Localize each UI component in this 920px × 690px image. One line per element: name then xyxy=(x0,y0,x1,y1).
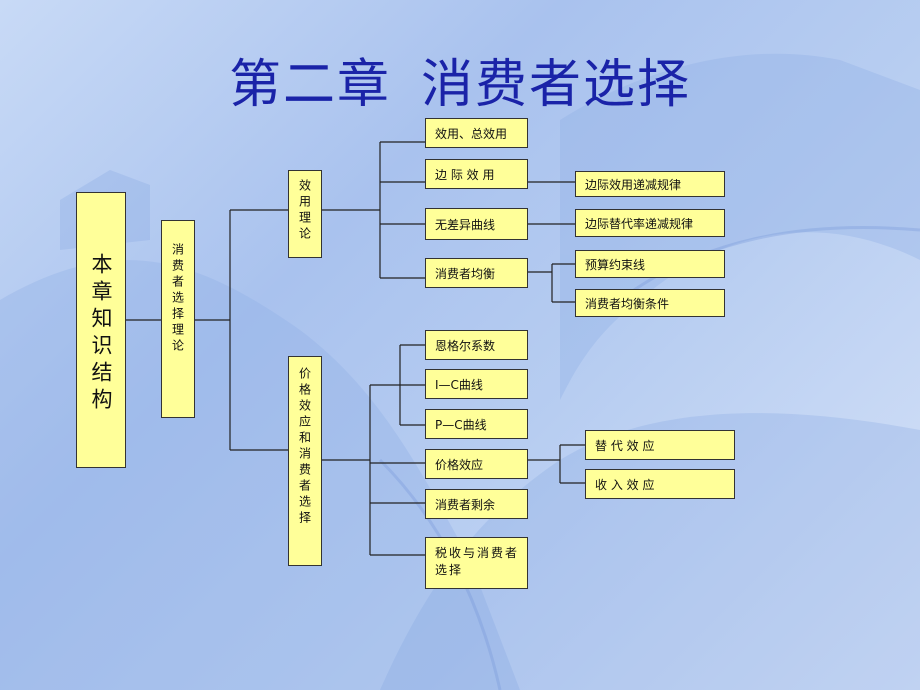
consumer-equilibrium-node: 消费者均衡 xyxy=(425,258,528,288)
budget-line-label: 预算约束线 xyxy=(585,257,646,272)
price-effect-node: 价格效应 xyxy=(425,449,528,479)
chapter-title: 消费者选择 xyxy=(421,55,692,115)
equilibrium-condition-label: 消费者均衡条件 xyxy=(585,296,670,311)
chapter-number: 第二章 xyxy=(228,55,391,115)
utility-total-label: 效用、总效用 xyxy=(435,126,508,141)
ic-curve-node: I—C曲线 xyxy=(425,369,528,399)
utility-theory-node: 效用理论 xyxy=(288,170,322,258)
price-effect-label: 价格效应 xyxy=(435,457,484,472)
income-effect-label: 收 入 效 应 xyxy=(595,477,655,492)
utility-total-node: 效用、总效用 xyxy=(425,118,528,148)
mrs-law-node: 边际替代率递减规律 xyxy=(575,209,725,237)
slide-title: 第二章消费者选择 xyxy=(0,42,920,117)
consumer-equilibrium-label: 消费者均衡 xyxy=(435,266,496,281)
consumer-surplus-node: 消费者剩余 xyxy=(425,489,528,519)
mrs-law-label: 边际替代率递减规律 xyxy=(585,216,694,231)
root-node: 本章知识结构 xyxy=(76,192,126,468)
marginal-utility-law-label: 边际效用递减规律 xyxy=(585,177,682,192)
utility-theory-label: 效用理论 xyxy=(297,179,312,243)
tax-choice-label: 税收与消费者选择 xyxy=(435,546,520,577)
level1-label: 消费者选择理论 xyxy=(170,243,185,355)
tax-choice-node: 税收与消费者选择 xyxy=(425,537,528,589)
budget-line-node: 预算约束线 xyxy=(575,250,725,278)
ic-curve-label: I—C曲线 xyxy=(435,377,483,392)
pc-curve-label: P—C曲线 xyxy=(435,417,487,432)
marginal-utility-law-node: 边际效用递减规律 xyxy=(575,171,725,197)
pc-curve-node: P—C曲线 xyxy=(425,409,528,439)
level1-node: 消费者选择理论 xyxy=(161,220,195,418)
engel-coefficient-node: 恩格尔系数 xyxy=(425,330,528,360)
marginal-utility-label: 边 际 效 用 xyxy=(435,167,495,182)
consumer-surplus-label: 消费者剩余 xyxy=(435,497,496,512)
price-effect-choice-label: 价格效应和消费者选择 xyxy=(297,367,312,527)
equilibrium-condition-node: 消费者均衡条件 xyxy=(575,289,725,317)
indifference-curve-label: 无差异曲线 xyxy=(435,217,496,232)
substitution-effect-node: 替 代 效 应 xyxy=(585,430,735,460)
price-effect-choice-node: 价格效应和消费者选择 xyxy=(288,356,322,566)
root-label: 本章知识结构 xyxy=(89,253,113,415)
engel-coefficient-label: 恩格尔系数 xyxy=(435,338,496,353)
marginal-utility-node: 边 际 效 用 xyxy=(425,159,528,189)
indifference-curve-node: 无差异曲线 xyxy=(425,208,528,240)
substitution-effect-label: 替 代 效 应 xyxy=(595,438,655,453)
income-effect-node: 收 入 效 应 xyxy=(585,469,735,499)
